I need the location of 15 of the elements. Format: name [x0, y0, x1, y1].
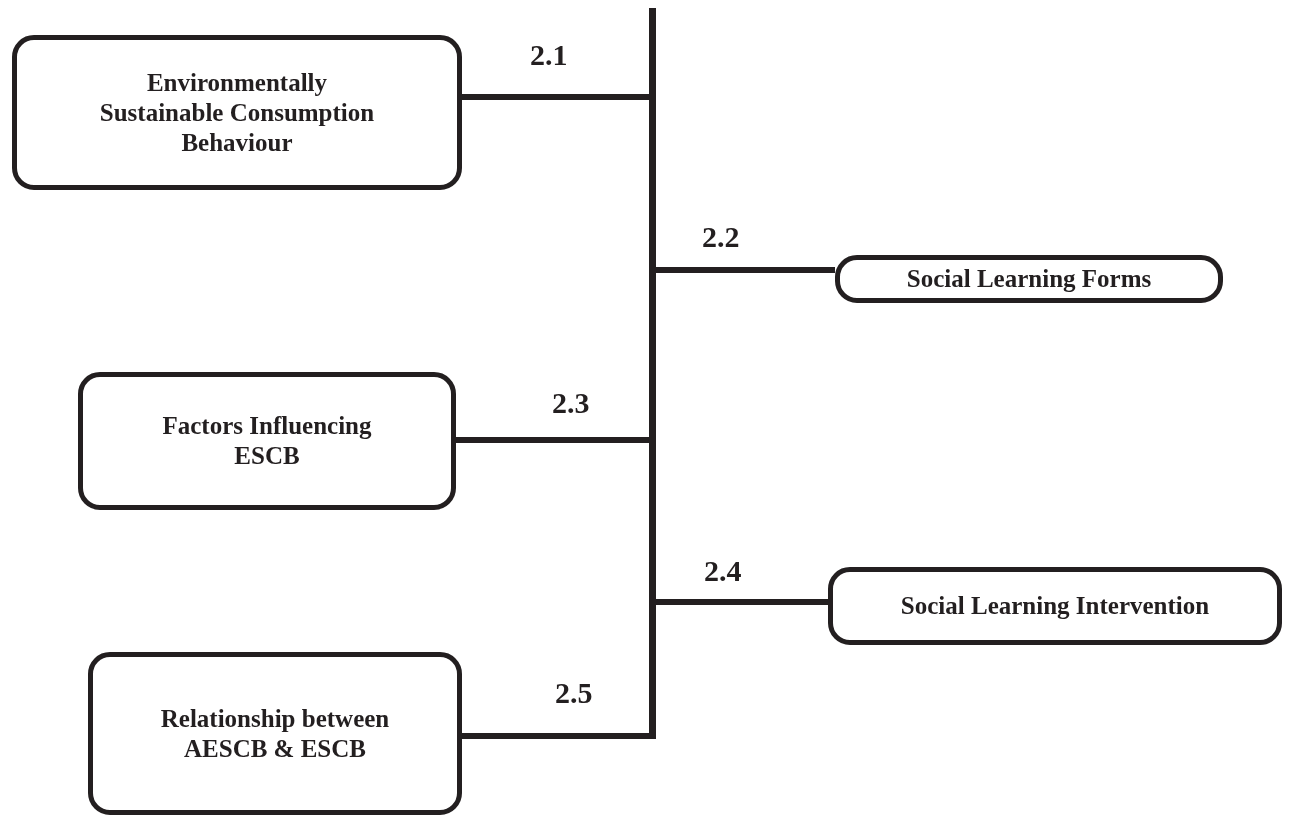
box-label: Social Learning Intervention [900, 591, 1210, 621]
topic-box [88, 652, 462, 815]
connector-line [656, 267, 835, 273]
topic-box [12, 35, 462, 190]
topic-box [828, 567, 1282, 645]
connector-line [456, 437, 649, 443]
connector-line [462, 733, 649, 739]
box-label: Social Learning Forms [906, 264, 1152, 294]
box-label: Environmentally Sustainable Consumption Behaviour [98, 67, 376, 158]
topic-box [835, 255, 1223, 303]
connector-line [656, 599, 828, 605]
box-label: Factors Influencing ESCB [161, 411, 373, 471]
connector-line [462, 94, 649, 100]
box-label: Relationship between AESCB & ESCB [159, 703, 391, 764]
topic-box [78, 372, 456, 510]
